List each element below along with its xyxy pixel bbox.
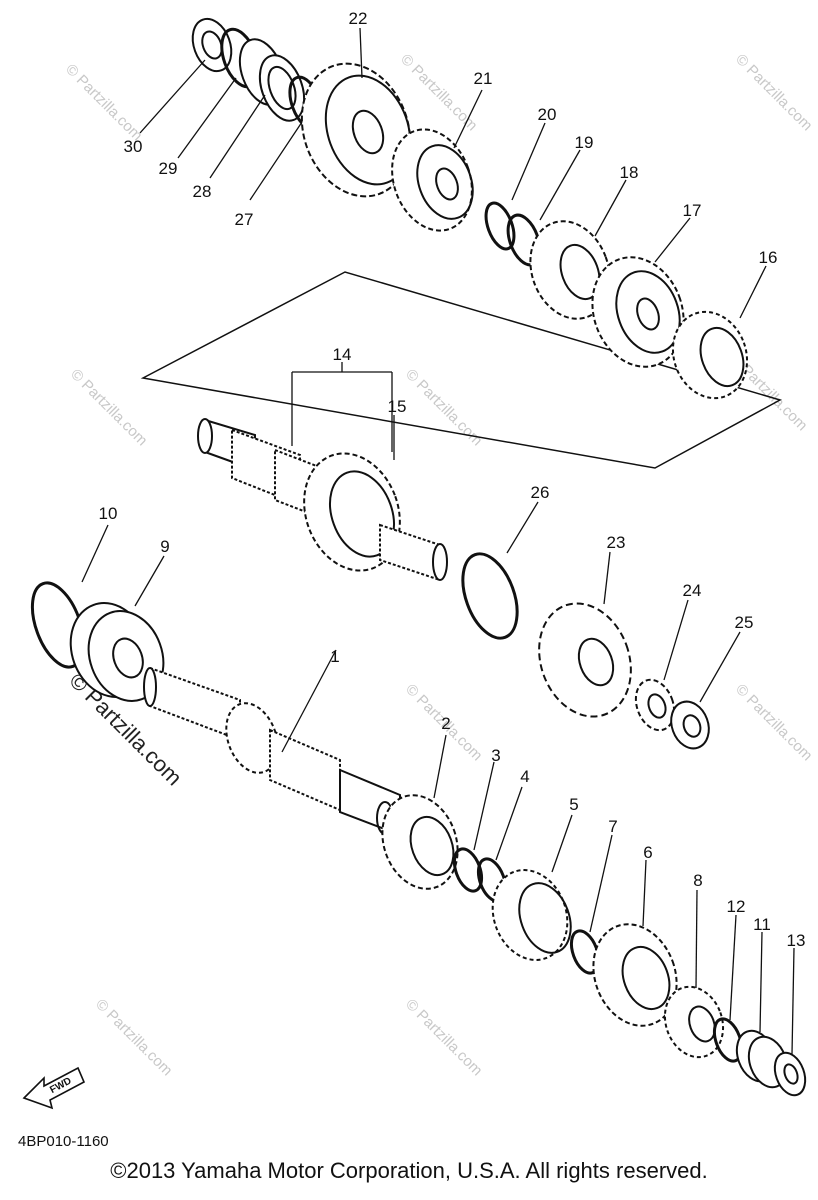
callouts: 22 21 20 19 18 17 16 30 29 28 27 14 15 2… bbox=[99, 9, 806, 950]
callout-1: 1 bbox=[330, 647, 339, 666]
callout-20: 20 bbox=[538, 105, 557, 124]
part-24-lock-washer bbox=[634, 678, 676, 732]
part-26-circlip bbox=[461, 552, 519, 640]
part-14-main-axle bbox=[197, 418, 448, 582]
part-6-gear bbox=[592, 923, 678, 1027]
part-18-gear bbox=[529, 220, 611, 320]
watermark: © Partzilla.com bbox=[67, 366, 150, 449]
callout-7: 7 bbox=[608, 817, 617, 836]
part-17-gear bbox=[591, 256, 685, 368]
part-5-gear bbox=[491, 869, 572, 961]
part-16-gear bbox=[671, 310, 749, 400]
part-13-seal bbox=[773, 1051, 807, 1097]
callout-13: 13 bbox=[787, 931, 806, 950]
part-25-nut bbox=[670, 700, 710, 750]
assembly-outline bbox=[140, 271, 782, 469]
forward-arrow-icon: FWD bbox=[22, 1066, 86, 1110]
part-28-bearing bbox=[238, 38, 306, 122]
part-22-gear bbox=[300, 62, 412, 198]
watermark: © Partzilla.com bbox=[62, 61, 145, 144]
callout-2: 2 bbox=[441, 714, 450, 733]
part-20-circlip bbox=[484, 201, 516, 251]
diagram-code: 4BP010-1160 bbox=[18, 1133, 109, 1150]
callout-11: 11 bbox=[753, 915, 771, 934]
watermark: © Partzilla.com bbox=[397, 51, 480, 134]
callout-9: 9 bbox=[160, 537, 169, 556]
part-1-drive-axle bbox=[143, 666, 401, 837]
callout-30: 30 bbox=[124, 137, 143, 156]
callout-15: 15 bbox=[388, 397, 407, 416]
lower-parts bbox=[30, 581, 807, 1097]
callout-3: 3 bbox=[491, 746, 500, 765]
callout-21: 21 bbox=[474, 69, 493, 88]
part-12-circlip bbox=[712, 1017, 744, 1063]
callout-16: 16 bbox=[759, 248, 778, 267]
part-8-gear bbox=[663, 985, 725, 1059]
callout-26: 26 bbox=[531, 483, 550, 502]
upper-parts bbox=[191, 17, 749, 400]
callout-27: 27 bbox=[235, 210, 254, 229]
watermark: © Partzilla.com bbox=[732, 51, 815, 134]
callout-22: 22 bbox=[349, 9, 368, 28]
callout-8: 8 bbox=[693, 871, 702, 890]
callout-23: 23 bbox=[607, 533, 626, 552]
part-23-sprocket bbox=[538, 602, 632, 718]
part-2-gear bbox=[381, 794, 459, 890]
callout-4: 4 bbox=[520, 767, 529, 786]
callout-6: 6 bbox=[643, 843, 652, 862]
callout-24: 24 bbox=[683, 581, 702, 600]
callout-17: 17 bbox=[683, 201, 702, 220]
callout-10: 10 bbox=[99, 504, 118, 523]
callout-19: 19 bbox=[575, 133, 594, 152]
callout-12: 12 bbox=[727, 897, 746, 916]
callout-28: 28 bbox=[193, 182, 212, 201]
part-30-oil-seal bbox=[191, 17, 233, 73]
callout-18: 18 bbox=[620, 163, 639, 182]
callout-14: 14 bbox=[333, 345, 352, 364]
callout-25: 25 bbox=[735, 613, 754, 632]
part-15-gear bbox=[303, 452, 401, 572]
part-21-gear bbox=[391, 128, 474, 232]
watermark: © Partzilla.com bbox=[402, 996, 485, 1079]
leader-lines bbox=[81, 27, 795, 1055]
copyright-notice: ©2013 Yamaha Motor Corporation, U.S.A. A… bbox=[110, 1158, 708, 1183]
watermark: © Partzilla.com bbox=[732, 681, 815, 764]
callout-29: 29 bbox=[159, 159, 178, 178]
watermark: © Partzilla.com bbox=[92, 996, 175, 1079]
callout-5: 5 bbox=[569, 795, 578, 814]
